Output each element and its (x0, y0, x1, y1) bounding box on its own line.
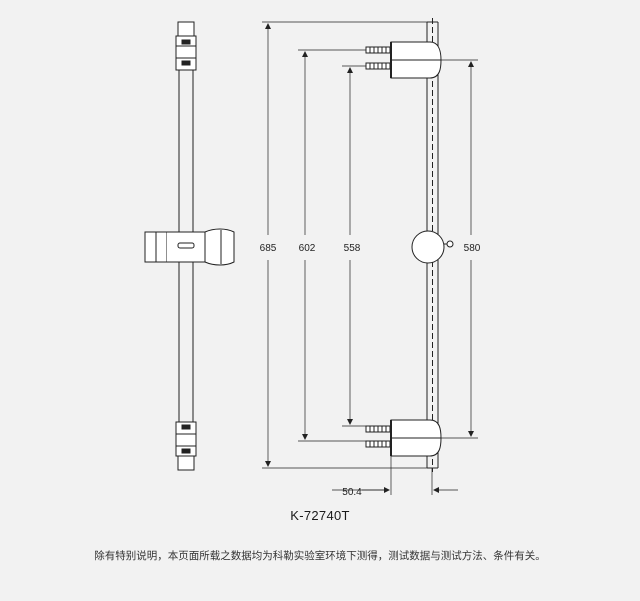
dim-bar-length: 580 (464, 61, 481, 437)
dimensions: 685 602 558 580 50.4 (260, 21, 481, 498)
dim-overall-height: 685 (260, 23, 277, 467)
dim-wall-offset: 50.4 (332, 487, 458, 498)
dim-label-685: 685 (260, 243, 277, 254)
front-top-cap (175, 21, 197, 71)
dim-label-580: 580 (464, 243, 481, 254)
front-view (144, 21, 235, 471)
side-bottom-screws (365, 425, 391, 448)
dim-bracket-inner: 558 (344, 67, 361, 425)
dim-label-558: 558 (344, 243, 361, 254)
side-top-bracket (390, 41, 442, 79)
front-slider (144, 228, 235, 266)
front-bottom-cap (175, 421, 197, 471)
model-number: K-72740T (290, 508, 350, 523)
dim-bracket-outer: 602 (299, 51, 316, 440)
side-slider-ring (411, 230, 454, 264)
side-bottom-bracket (390, 419, 442, 457)
dim-label-602: 602 (299, 243, 316, 254)
disclaimer-text: 除有特别说明，本页面所载之数据均为科勒实验室环境下测得，测试数据与测试方法、条件… (94, 550, 546, 562)
dim-label-50-4: 50.4 (342, 487, 362, 498)
side-view (365, 18, 454, 472)
side-top-screws (365, 46, 391, 70)
